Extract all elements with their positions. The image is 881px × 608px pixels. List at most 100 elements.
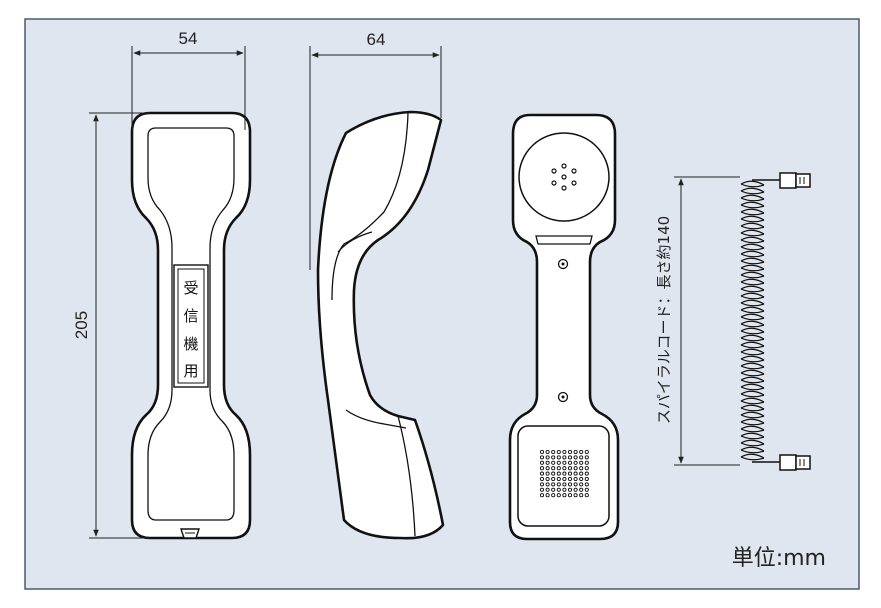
label-char-1: 受: [183, 279, 198, 297]
coil-loop: [740, 355, 765, 363]
coil-loop: [740, 390, 765, 398]
mic-hole: [579, 476, 584, 482]
coil-loop: [740, 418, 765, 426]
coil-loop: [740, 194, 765, 202]
mic-hole: [567, 482, 573, 487]
mic-hole: [573, 487, 578, 492]
coil-loop: [740, 292, 765, 300]
mic-hole: [573, 471, 578, 476]
mic-hole: [579, 455, 584, 460]
spiral-cord: [740, 172, 811, 471]
mic-hole: [584, 460, 589, 465]
coil-loop: [740, 180, 765, 188]
coil-loop: [740, 334, 765, 342]
mic-hole: [545, 455, 550, 460]
mic-hole: [567, 471, 573, 476]
dim-cord-length-label: スパイラルコード：長さ約140: [655, 216, 673, 424]
mic-hole: [556, 449, 561, 455]
coil-loop: [740, 257, 765, 265]
mic-hole: [545, 476, 550, 482]
mic-hole: [567, 455, 573, 460]
coil-loop: [740, 222, 765, 230]
mic-hole: [551, 460, 556, 465]
label-plate: [173, 264, 209, 388]
back-view-handset: [508, 113, 620, 541]
coil-loop: [740, 369, 765, 377]
coil-loop: [740, 236, 765, 244]
mic-hole: [539, 460, 545, 465]
mic-hole: [545, 466, 550, 471]
mic-hole: [579, 493, 584, 498]
mic-hole: [551, 487, 556, 492]
label-char-4: 用: [183, 362, 198, 380]
mic-hole: [567, 449, 573, 455]
mic-hole: [579, 449, 584, 455]
coil-loop: [740, 425, 765, 433]
coil-loop: [740, 383, 765, 391]
coil-loop: [740, 201, 765, 209]
coil-loop: [740, 306, 765, 314]
mic-hole: [573, 476, 578, 482]
mic-hole: [562, 460, 567, 465]
mic-hole: [573, 466, 578, 471]
coil-loop: [740, 397, 765, 405]
mic-hole: [551, 493, 556, 498]
mic-hole: [539, 476, 545, 482]
mic-hole: [545, 493, 550, 498]
coil-loop: [740, 313, 765, 321]
mic-hole: [539, 471, 545, 476]
mic-hole: [556, 455, 561, 460]
mic-hole: [579, 466, 584, 471]
mic-hole: [584, 487, 589, 492]
mic-hole: [551, 476, 556, 482]
dim-length-label: 205: [72, 311, 91, 339]
coil-loop: [740, 229, 765, 237]
mic-hole: [562, 482, 567, 487]
coil-loop: [740, 411, 765, 419]
cord-plug-bottom-icon: [752, 454, 811, 471]
mic-hole: [567, 487, 573, 492]
mic-hole: [562, 476, 567, 482]
coil-loop: [740, 446, 765, 454]
mic-hole: [556, 471, 561, 476]
mic-hole: [551, 471, 556, 476]
coil-loop: [740, 243, 765, 251]
coil-loop: [740, 285, 765, 293]
dim-side-width-label: 64: [367, 30, 386, 49]
mic-hole: [539, 449, 545, 455]
unit-label: 単位:mm: [732, 546, 826, 571]
coil-loop: [740, 362, 765, 370]
mic-hole: [545, 487, 550, 492]
mic-hole: [556, 466, 561, 471]
mic-hole: [573, 493, 578, 498]
mic-hole: [551, 482, 556, 487]
mic-hole: [579, 482, 584, 487]
mic-hole: [579, 460, 584, 465]
mic-hole: [556, 482, 561, 487]
mic-hole: [545, 449, 550, 455]
coil-loop: [740, 348, 765, 356]
mic-hole: [584, 476, 589, 482]
coil-loop: [740, 376, 765, 384]
coil-loop: [740, 264, 765, 272]
mic-hole: [551, 449, 556, 455]
mic-hole: [579, 471, 584, 476]
coil-loop: [740, 404, 765, 412]
mouthpiece: [517, 425, 610, 527]
mic-hole: [539, 493, 545, 498]
mic-hole: [584, 482, 589, 487]
label-char-2: 信: [183, 307, 198, 325]
mic-hole: [573, 449, 578, 455]
mic-hole: [573, 455, 578, 460]
cord-plug-top-icon: [752, 172, 811, 189]
mic-hole: [584, 471, 589, 476]
coil-loop: [740, 432, 765, 440]
mic-hole: [567, 460, 573, 465]
mic-hole: [562, 466, 567, 471]
mic-hole: [584, 466, 589, 471]
dim-side-width: 64: [309, 30, 442, 270]
mic-hole: [551, 455, 556, 460]
mic-hole: [584, 455, 589, 460]
mic-hole: [545, 460, 550, 465]
coil-loop: [740, 208, 765, 216]
